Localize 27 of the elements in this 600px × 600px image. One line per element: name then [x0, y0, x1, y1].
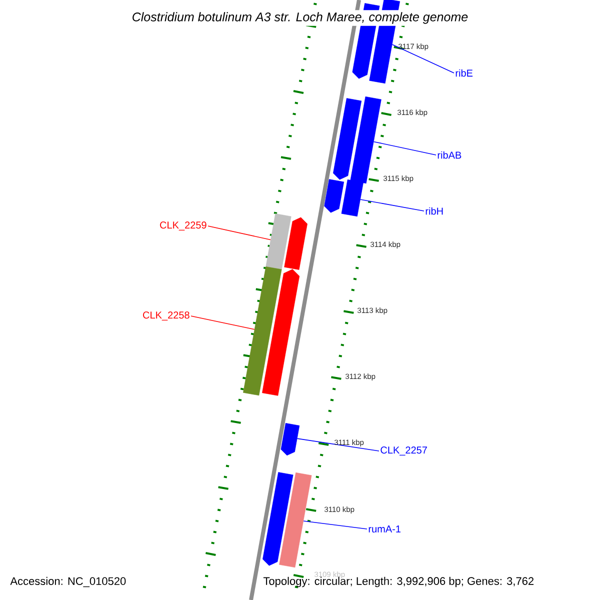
leader-line [296, 438, 380, 452]
leader-line [208, 226, 271, 240]
gene-block [262, 269, 300, 396]
gene-block [280, 423, 300, 456]
footer-text: Accession: NC_010520 [10, 576, 126, 588]
gene-block [324, 179, 344, 213]
leader-line [373, 141, 436, 156]
gene-label: CLK_2259 [160, 222, 206, 230]
gene-block [284, 217, 308, 270]
footer-text: Topology: circular; Length: 3,992,906 bp; Genes: 3,762 [263, 576, 534, 588]
title: Clostridium botulinum A3 str. Loch Maree, complete genome [130, 10, 470, 26]
gene-block [262, 472, 294, 566]
gene-bar [350, 96, 382, 184]
gene-label: ribAB [438, 151, 462, 159]
gene-bar [279, 472, 312, 568]
gene-label: CLK_2257 [380, 446, 427, 456]
leader-line [190, 316, 255, 330]
gene-label: ribH [426, 207, 443, 215]
gene-label: ribE [456, 69, 473, 77]
gene-label: CLK_2258 [143, 312, 190, 320]
leader-line [392, 44, 454, 74]
leader-line [303, 520, 368, 530]
gene-bar [243, 266, 282, 396]
gene-label: rumA-1 [368, 526, 400, 532]
gene-bar [341, 179, 364, 217]
leader-line [360, 199, 424, 212]
gene-bar [266, 213, 292, 270]
